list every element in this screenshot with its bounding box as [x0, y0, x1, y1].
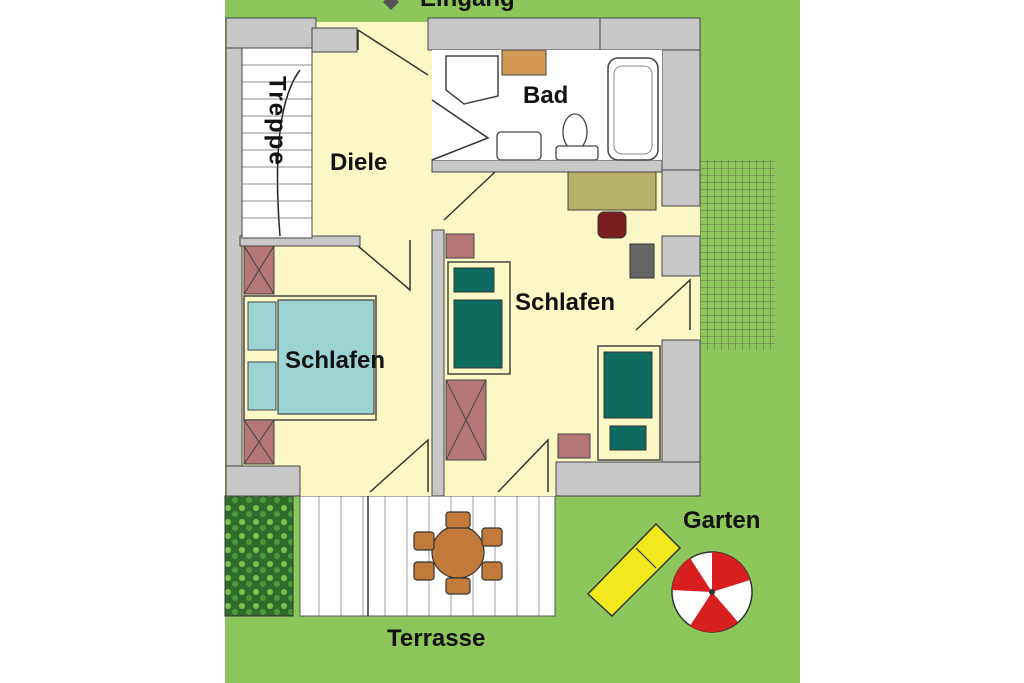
terrace-table: [413, 511, 503, 595]
single-bed-left: [447, 261, 511, 375]
staircase: [241, 47, 313, 239]
garden-label: Garten: [683, 507, 760, 534]
armchair: [597, 211, 627, 239]
bath-cabinet: [501, 49, 547, 76]
parasol: [671, 551, 753, 633]
stairs-label: Treppe: [264, 76, 291, 167]
right-bedroom-furniture: [445, 171, 661, 461]
shower-tray: [445, 55, 499, 105]
walls: [225, 17, 701, 497]
dresser: [567, 171, 657, 211]
double-bed: [277, 299, 375, 415]
washbasin: [496, 131, 542, 161]
left-bedroom-furniture: [243, 245, 377, 465]
toilet: [562, 113, 588, 151]
bathtub: [607, 57, 659, 161]
entrance-label: Eingang: [420, 0, 515, 12]
hall-label: Diele: [330, 149, 387, 176]
terrace-deck: [299, 495, 556, 617]
terrace-label: Terrasse: [387, 625, 485, 652]
trellis-grid: [700, 160, 775, 350]
door-swings: [357, 29, 691, 493]
bathroom-label: Bad: [523, 82, 568, 109]
single-bed-right: [597, 345, 661, 461]
sun-lounger: [586, 522, 682, 618]
entrance-marker: [383, 0, 399, 10]
side-cabinet: [629, 243, 655, 279]
bedroom-right-label: Schlafen: [515, 289, 615, 316]
bedroom-left-label: Schlafen: [285, 347, 385, 374]
bathroom-fixtures: [432, 49, 662, 161]
shrub-bed: [224, 495, 294, 617]
